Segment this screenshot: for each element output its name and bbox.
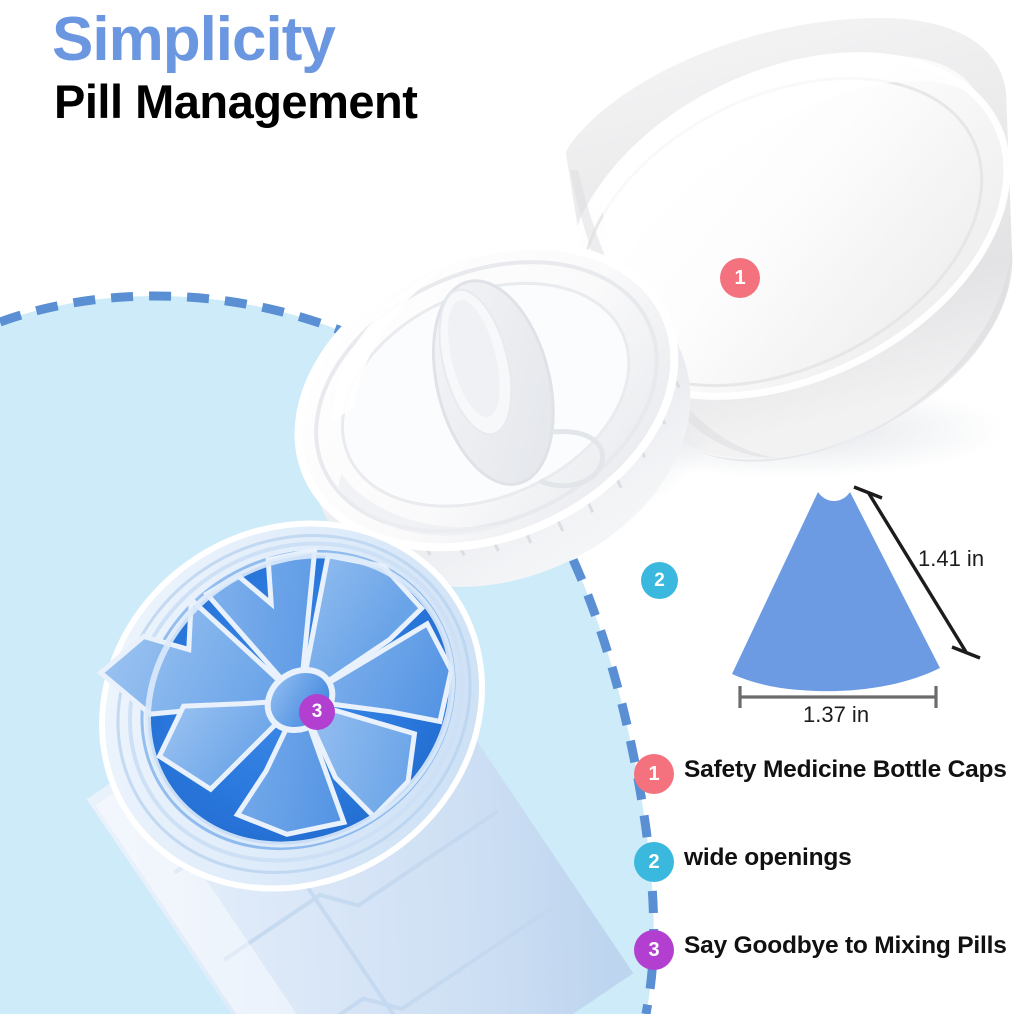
slant-dimension-label: 1.41 in (918, 546, 985, 571)
lid-opening (431, 279, 606, 489)
legend-label-2: wide openings (684, 844, 852, 871)
legend-item-3[interactable]: 3 Say Goodbye to Mixing Pills (634, 924, 1024, 1012)
callout-badge-2[interactable]: 2 (641, 562, 678, 599)
bottle-photo (86, 520, 634, 1014)
wedge-shape (732, 487, 940, 692)
legend-label-1: Safety Medicine Bottle Caps (684, 756, 1007, 783)
bottle-compartments (96, 547, 456, 848)
legend-item-1[interactable]: 1 Safety Medicine Bottle Caps (634, 748, 1024, 836)
callout-badge-1[interactable]: 1 (720, 258, 760, 298)
wedge-dimension-diagram (732, 485, 981, 708)
base-dimension-line (738, 686, 938, 708)
feature-legend: 1 Safety Medicine Bottle Caps 2 wide ope… (634, 748, 1024, 1012)
slant-dimension-line (853, 485, 981, 660)
legend-badge-1: 1 (634, 754, 674, 794)
callout-badge-3[interactable]: 3 (299, 694, 335, 730)
base-dimension-label: 1.37 in (803, 702, 870, 727)
divider-lid-photo (294, 241, 716, 601)
legend-badge-2: 2 (634, 842, 674, 882)
legend-badge-3: 3 (634, 930, 674, 970)
legend-item-2[interactable]: 2 wide openings (634, 836, 1024, 924)
legend-label-3: Say Goodbye to Mixing Pills (684, 932, 1007, 959)
